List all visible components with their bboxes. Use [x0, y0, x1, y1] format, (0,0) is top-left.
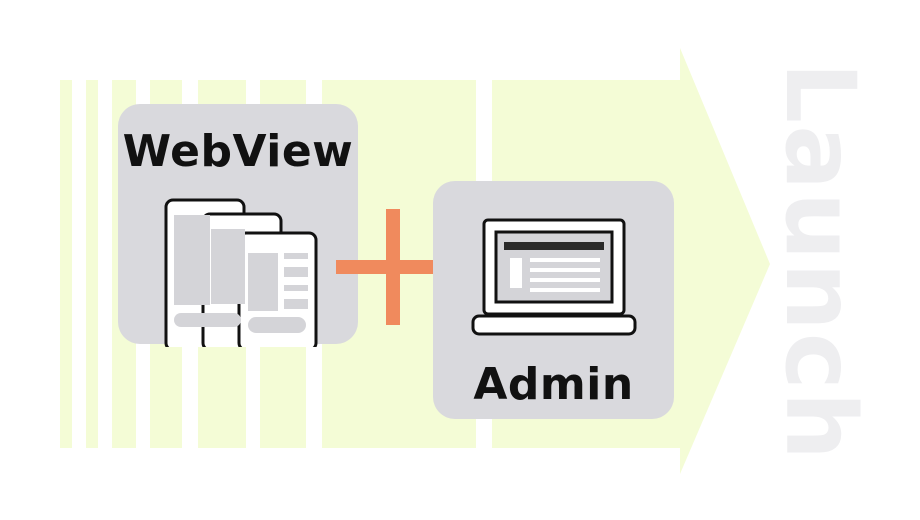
mobile-screens-icon — [164, 198, 318, 347]
arrow-stripe — [86, 80, 98, 448]
launch-label: Launch — [764, 62, 876, 462]
webview-title: WebView — [122, 126, 354, 177]
arrow-stripe — [60, 80, 72, 448]
laptop-icon — [471, 218, 637, 336]
plus-icon-bar — [336, 260, 452, 274]
admin-title: Admin — [473, 359, 634, 410]
